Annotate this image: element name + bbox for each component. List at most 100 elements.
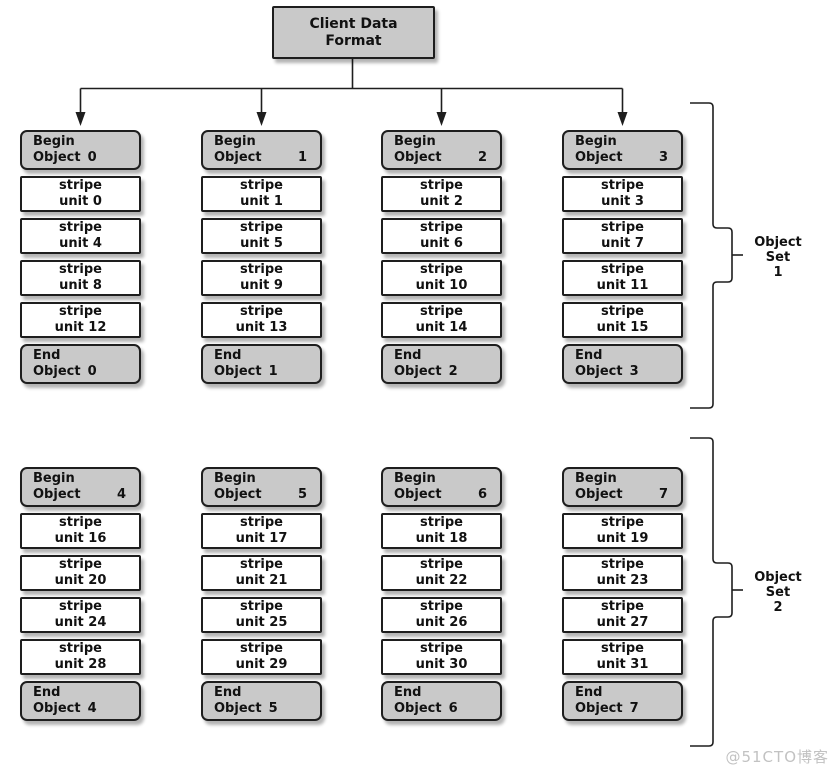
begin-object-word: Object: [214, 487, 262, 502]
stripe-word: stripe: [420, 641, 463, 656]
stripe-unit-box: stripe unit 14: [381, 302, 502, 338]
end-object-word: Object: [575, 364, 623, 379]
title-line-2: Format: [325, 32, 382, 49]
stripe-unit-box: stripe unit 21: [201, 555, 322, 591]
object-column: Begin Object 5 stripe unit 17 stripe uni…: [201, 467, 322, 721]
stripe-unit-box: stripe unit 3: [562, 176, 683, 212]
stripe-word: stripe: [420, 599, 463, 614]
stripe-word: stripe: [420, 220, 463, 235]
stripe-word: stripe: [601, 515, 644, 530]
begin-object-line: Object 5: [214, 487, 320, 503]
stripe-word: stripe: [420, 262, 463, 277]
stripe-word: stripe: [240, 557, 283, 572]
watermark: @51CTO博客: [725, 748, 829, 766]
end-object-line: Object 0: [33, 364, 139, 380]
stripe-word: stripe: [59, 641, 102, 656]
end-object-word: Object: [214, 364, 262, 379]
end-object-box: End Object 7: [562, 681, 683, 721]
begin-object-number: 7: [658, 487, 668, 502]
end-object-box: End Object 3: [562, 344, 683, 384]
arrow-down-icon: [256, 112, 267, 126]
begin-object-word: Object: [575, 487, 623, 502]
end-object-number: 1: [268, 364, 278, 379]
end-object-box: End Object 6: [381, 681, 502, 721]
arrow-down-icon: [617, 112, 628, 126]
end-object-box: End Object 4: [20, 681, 141, 721]
stripe-unit-number: unit 2: [420, 194, 463, 209]
begin-object-box: Begin Object 1: [201, 130, 322, 170]
stripe-unit-box: stripe unit 17: [201, 513, 322, 549]
begin-object-box: Begin Object 0: [20, 130, 141, 170]
stripe-unit-number: unit 23: [596, 573, 649, 588]
stripe-unit-number: unit 0: [59, 194, 102, 209]
end-object-line: Object 3: [575, 364, 681, 380]
stripe-unit-number: unit 18: [415, 531, 468, 546]
begin-object-number: 2: [477, 150, 487, 165]
stripe-unit-box: stripe unit 27: [562, 597, 683, 633]
end-object-box: End Object 5: [201, 681, 322, 721]
stripe-unit-number: unit 11: [596, 278, 649, 293]
stripe-unit-number: unit 19: [596, 531, 649, 546]
stripe-unit-box: stripe unit 15: [562, 302, 683, 338]
stripe-unit-box: stripe unit 4: [20, 218, 141, 254]
stripe-unit-number: unit 15: [596, 320, 649, 335]
stripe-unit-box: stripe unit 29: [201, 639, 322, 675]
object-column: Begin Object 1 stripe unit 1 stripe unit…: [201, 130, 322, 384]
begin-object-line: Object 6: [394, 487, 500, 503]
begin-object-box: Begin Object 5: [201, 467, 322, 507]
end-keyword: End: [214, 348, 242, 363]
arrow-down-icon: [75, 112, 86, 126]
end-keyword: End: [33, 685, 61, 700]
stripe-unit-number: unit 30: [415, 657, 468, 672]
begin-object-box: Begin Object 2: [381, 130, 502, 170]
end-keyword: End: [575, 685, 603, 700]
stripe-unit-box: stripe unit 13: [201, 302, 322, 338]
begin-object-number: 0: [87, 150, 97, 165]
stripe-word: stripe: [601, 220, 644, 235]
stripe-unit-number: unit 31: [596, 657, 649, 672]
stripe-word: stripe: [240, 262, 283, 277]
stripe-word: stripe: [59, 262, 102, 277]
end-object-word: Object: [394, 701, 442, 716]
begin-object-word: Object: [33, 487, 81, 502]
begin-object-box: Begin Object 4: [20, 467, 141, 507]
end-object-line: Object 5: [214, 701, 320, 717]
stripe-word: stripe: [59, 599, 102, 614]
end-object-word: Object: [33, 364, 81, 379]
end-object-line: Object 6: [394, 701, 500, 717]
stripe-unit-box: stripe unit 10: [381, 260, 502, 296]
begin-keyword: Begin: [214, 471, 256, 486]
stripe-unit-box: stripe unit 5: [201, 218, 322, 254]
end-keyword: End: [33, 348, 61, 363]
stripe-unit-number: unit 8: [59, 278, 102, 293]
stripe-unit-number: unit 13: [235, 320, 288, 335]
begin-object-box: Begin Object 7: [562, 467, 683, 507]
stripe-word: stripe: [420, 557, 463, 572]
begin-keyword: Begin: [394, 134, 436, 149]
end-object-number: 3: [629, 364, 639, 379]
stripe-unit-box: stripe unit 30: [381, 639, 502, 675]
begin-object-word: Object: [33, 150, 81, 165]
stripe-word: stripe: [59, 220, 102, 235]
object-set-2: Begin Object 4 stripe unit 16 stripe uni…: [0, 467, 831, 721]
stripe-word: stripe: [59, 515, 102, 530]
stripe-unit-box: stripe unit 7: [562, 218, 683, 254]
begin-object-word: Object: [575, 150, 623, 165]
object-set-1-label: Object Set 1: [754, 235, 802, 280]
stripe-unit-number: unit 20: [54, 573, 107, 588]
end-object-word: Object: [394, 364, 442, 379]
stripe-word: stripe: [601, 641, 644, 656]
stripe-unit-box: stripe unit 19: [562, 513, 683, 549]
stripe-unit-box: stripe unit 9: [201, 260, 322, 296]
stripe-unit-number: unit 17: [235, 531, 288, 546]
stripe-unit-box: stripe unit 18: [381, 513, 502, 549]
object-column: Begin Object 0 stripe unit 0 stripe unit…: [20, 130, 141, 384]
end-object-number: 7: [629, 701, 639, 716]
stripe-unit-number: unit 16: [54, 531, 107, 546]
begin-object-word: Object: [394, 150, 442, 165]
object-set-2-label: Object Set 2: [754, 570, 802, 615]
end-keyword: End: [214, 685, 242, 700]
begin-object-number: 3: [658, 150, 668, 165]
stripe-word: stripe: [601, 178, 644, 193]
